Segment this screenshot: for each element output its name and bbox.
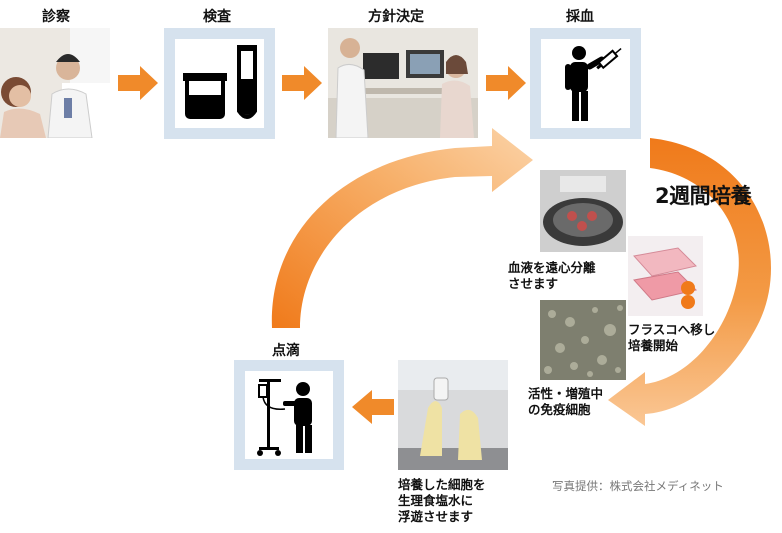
blood-draw-icon-box	[530, 28, 641, 139]
flow-arrow-1	[118, 66, 158, 100]
flask-caption: フラスコへ移し 培養開始	[628, 322, 716, 353]
infusion-icon-box	[234, 360, 344, 470]
examination-icon-box	[164, 28, 275, 139]
step-label-examination: 検査	[203, 9, 231, 25]
saline-suspension-photo	[398, 360, 508, 470]
immune-cells-photo	[540, 300, 626, 380]
step-label-blood-draw: 採血	[566, 9, 594, 25]
flask-photo	[628, 236, 703, 316]
person-syringe-icon	[565, 46, 622, 121]
specimen-cup-and-tube-icon	[183, 45, 257, 119]
step-label-infusion: 点滴	[272, 343, 300, 359]
step-label-consultation: 診察	[42, 9, 70, 25]
step-label-policy: 方針決定	[368, 9, 424, 25]
culture-arc-arrow	[608, 138, 771, 426]
consultation-photo	[0, 28, 110, 138]
centrifuge-caption: 血液を遠心分離 させます	[508, 260, 596, 291]
cells-caption: 活性・増殖中 の免疫細胞	[528, 386, 604, 417]
flow-arrow-2	[282, 66, 322, 100]
person-iv-drip-icon	[257, 379, 312, 456]
centrifuge-photo	[540, 170, 626, 252]
saline-caption: 培養した細胞を 生理食塩水に 浮遊させます	[398, 477, 486, 524]
flow-arrow-to-infusion	[352, 390, 394, 424]
flow-arrow-3	[486, 66, 526, 100]
return-arc-arrow	[271, 128, 533, 328]
photo-credit: 写真提供：株式会社メディネット	[552, 479, 724, 493]
culture-duration-label: 2週間培養	[655, 184, 752, 208]
policy-decision-photo	[328, 28, 478, 138]
